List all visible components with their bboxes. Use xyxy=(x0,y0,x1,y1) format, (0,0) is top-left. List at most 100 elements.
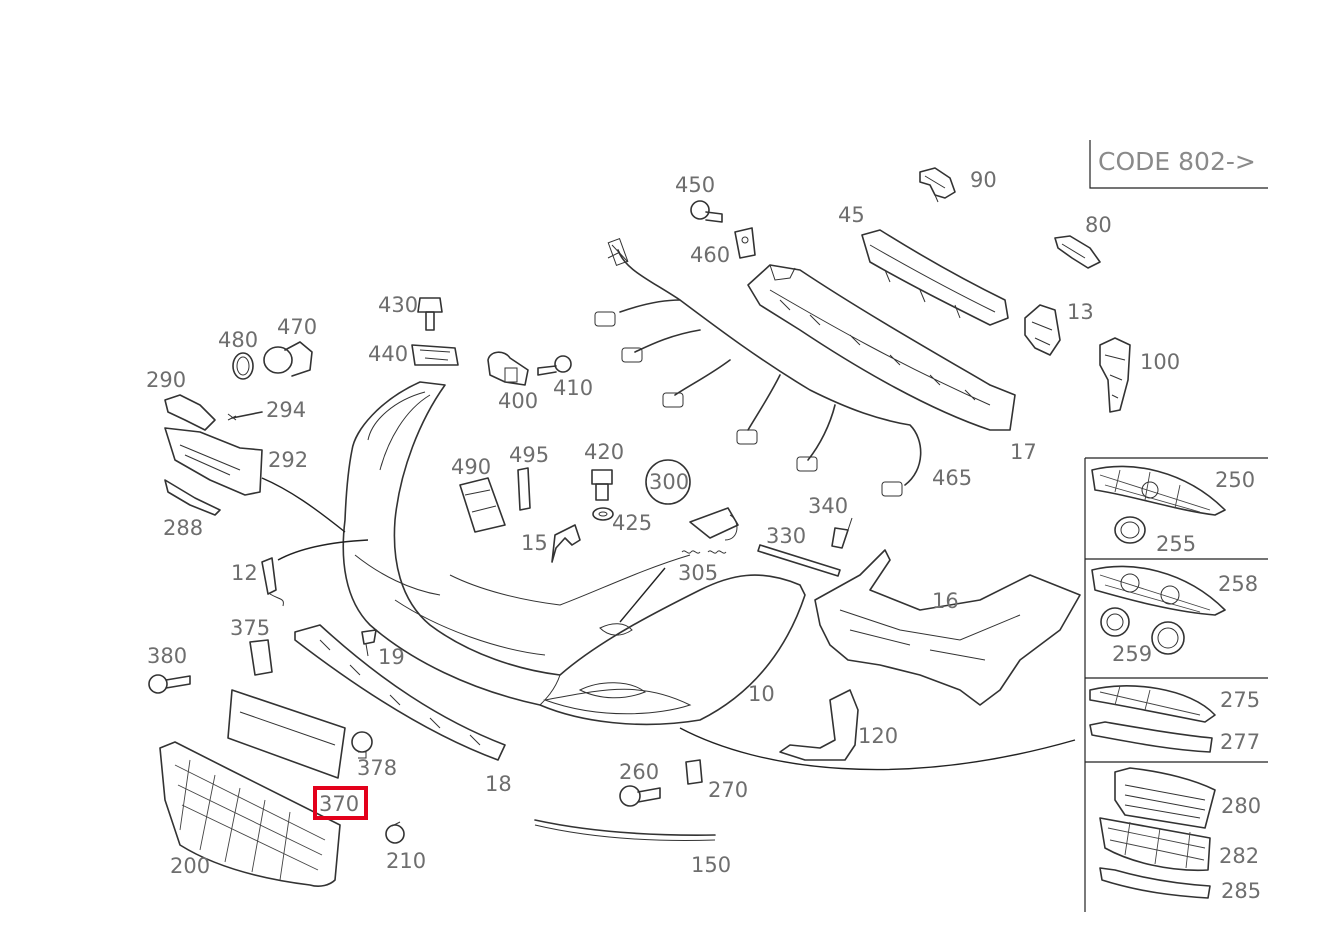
sensor-part-470[interactable] xyxy=(263,341,313,377)
pin-part-294[interactable] xyxy=(227,411,263,421)
trim-part-275[interactable] xyxy=(1089,685,1216,723)
bracket-part-15[interactable] xyxy=(551,524,581,563)
callout-18[interactable]: 18 xyxy=(485,772,512,796)
callout-120[interactable]: 120 xyxy=(858,724,898,748)
fog-grille-part-250[interactable] xyxy=(1091,465,1226,516)
callout-13[interactable]: 13 xyxy=(1067,300,1094,324)
callout-258[interactable]: 258 xyxy=(1218,572,1258,596)
callout-15[interactable]: 15 xyxy=(521,531,548,555)
callout-285[interactable]: 285 xyxy=(1221,879,1261,903)
screw-part-410[interactable] xyxy=(537,355,572,376)
callout-400[interactable]: 400 xyxy=(498,389,538,413)
grille-part-200[interactable] xyxy=(159,741,341,887)
ring-part-480[interactable] xyxy=(232,352,254,380)
strip-part-330[interactable] xyxy=(757,544,841,577)
callout-460[interactable]: 460 xyxy=(690,243,730,267)
callout-340[interactable]: 340 xyxy=(808,494,848,518)
bracket-part-495[interactable] xyxy=(517,467,531,511)
license-plate-holder-part-370[interactable] xyxy=(227,689,346,779)
bracket-part-375[interactable] xyxy=(249,639,273,676)
callout-282[interactable]: 282 xyxy=(1219,844,1259,868)
callout-420[interactable]: 420 xyxy=(584,440,624,464)
strip-part-285[interactable] xyxy=(1099,867,1211,899)
callout-465[interactable]: 465 xyxy=(932,466,972,490)
callout-19[interactable]: 19 xyxy=(378,645,405,669)
callout-490[interactable]: 490 xyxy=(451,455,491,479)
callout-430[interactable]: 430 xyxy=(378,293,418,317)
callout-200[interactable]: 200 xyxy=(170,854,210,878)
screw-part-260[interactable] xyxy=(619,785,661,807)
fastener-part-210[interactable] xyxy=(385,821,405,844)
callout-255[interactable]: 255 xyxy=(1156,532,1196,556)
callout-495[interactable]: 495 xyxy=(509,443,549,467)
callout-45[interactable]: 45 xyxy=(838,203,865,227)
callout-80[interactable]: 80 xyxy=(1085,213,1112,237)
callout-260[interactable]: 260 xyxy=(619,760,659,784)
ring-part-259[interactable] xyxy=(1100,607,1185,655)
bracket-part-80[interactable] xyxy=(1054,235,1101,269)
side-bracket-part-288[interactable] xyxy=(164,479,221,516)
bracket-part-100[interactable] xyxy=(1099,337,1131,413)
callout-292[interactable]: 292 xyxy=(268,448,308,472)
callout-150[interactable]: 150 xyxy=(691,853,731,877)
screw-part-450[interactable] xyxy=(690,200,723,223)
side-bracket-part-292[interactable] xyxy=(164,427,263,496)
bumper-cover-part-10[interactable] xyxy=(342,381,806,726)
washer-part-425[interactable] xyxy=(592,507,614,521)
callout-280[interactable]: 280 xyxy=(1221,794,1261,818)
mount-bracket-part-16[interactable] xyxy=(814,549,1081,706)
callout-270[interactable]: 270 xyxy=(708,778,748,802)
sensor-bracket-part-12[interactable] xyxy=(261,557,284,607)
callout-210[interactable]: 210 xyxy=(386,849,426,873)
callout-410[interactable]: 410 xyxy=(553,376,593,400)
bracket-part-90[interactable] xyxy=(919,167,956,203)
callout-380[interactable]: 380 xyxy=(147,644,187,668)
callout-290[interactable]: 290 xyxy=(146,368,186,392)
clip-part-460[interactable] xyxy=(734,227,756,259)
callout-375[interactable]: 375 xyxy=(230,616,270,640)
clip-part-270[interactable] xyxy=(685,759,703,785)
spring-part-305[interactable] xyxy=(681,550,727,554)
callout-378[interactable]: 378 xyxy=(357,756,397,780)
holder-part-400[interactable] xyxy=(487,351,529,386)
callout-90[interactable]: 90 xyxy=(970,168,997,192)
callout-16[interactable]: 16 xyxy=(932,589,959,613)
nut-clip-part-440[interactable] xyxy=(411,344,459,366)
tow-hook-cover-part-300[interactable] xyxy=(645,459,739,541)
screw-part-380[interactable] xyxy=(148,674,191,694)
callout-450[interactable]: 450 xyxy=(675,173,715,197)
bracket-part-13[interactable] xyxy=(1024,304,1061,356)
ring-part-255[interactable] xyxy=(1114,516,1146,544)
trim-strip-part-150[interactable] xyxy=(534,819,716,841)
control-module-part-490[interactable] xyxy=(459,477,506,533)
callout-294[interactable]: 294 xyxy=(266,398,306,422)
callout-12[interactable]: 12 xyxy=(231,561,258,585)
callout-250[interactable]: 250 xyxy=(1215,468,1255,492)
callout-10[interactable]: 10 xyxy=(748,682,775,706)
trim-part-277[interactable] xyxy=(1089,721,1213,753)
callout-370[interactable]: 370 xyxy=(319,792,359,816)
grille-part-280[interactable] xyxy=(1114,767,1216,829)
callout-100[interactable]: 100 xyxy=(1140,350,1180,374)
callout-470[interactable]: 470 xyxy=(277,315,317,339)
highlighted-callout-370[interactable]: 370 xyxy=(313,786,368,820)
air-duct-part-120[interactable] xyxy=(779,689,859,761)
impact-absorber-part-17[interactable] xyxy=(747,264,1016,431)
callout-277[interactable]: 277 xyxy=(1220,730,1260,754)
support-part-45[interactable] xyxy=(861,229,1009,326)
bolt-part-430[interactable] xyxy=(417,297,443,331)
clip-part-19[interactable] xyxy=(361,629,377,657)
pin-part-340[interactable] xyxy=(831,517,853,549)
callout-305[interactable]: 305 xyxy=(678,561,718,585)
grille-part-282[interactable] xyxy=(1099,817,1211,872)
bolt-part-420[interactable] xyxy=(591,469,613,501)
wiring-harness-part-465[interactable] xyxy=(594,238,922,497)
fog-grille-part-258[interactable] xyxy=(1091,565,1226,616)
fastener-part-378[interactable] xyxy=(351,731,373,759)
callout-288[interactable]: 288 xyxy=(163,516,203,540)
callout-259[interactable]: 259 xyxy=(1112,642,1152,666)
callout-425[interactable]: 425 xyxy=(612,511,652,535)
callout-440[interactable]: 440 xyxy=(368,342,408,366)
callout-300[interactable]: 300 xyxy=(649,470,689,494)
lower-trim-part-18[interactable] xyxy=(294,624,506,761)
